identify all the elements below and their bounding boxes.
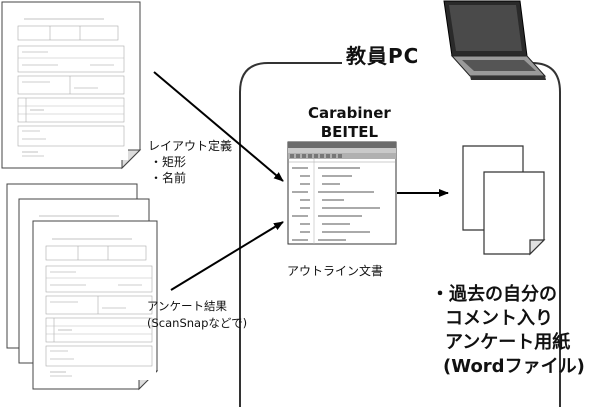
survey-page-front — [32, 220, 159, 391]
output-line-3: アンケート用紙 — [445, 332, 571, 353]
survey-results-line1: アンケート結果 — [147, 299, 228, 313]
arrow-survey-to-app — [170, 221, 284, 291]
output-line-2: コメント入り — [445, 308, 553, 329]
outline-app-screenshot — [287, 141, 397, 245]
survey-results-label: アンケート結果 (ScanSnapなどで) — [147, 298, 247, 332]
survey-result-page-stack — [6, 183, 159, 391]
layout-definition-label: レイアウト定義 ・矩形 ・名前 — [148, 138, 232, 186]
layout-definition-heading: レイアウト定義 — [148, 139, 233, 153]
layout-definition-item-rect: ・矩形 — [150, 155, 187, 169]
teacher-pc-title: 教員PC — [346, 44, 420, 68]
output-line-4: (Wordファイル) — [443, 356, 585, 377]
output-document-front — [483, 171, 546, 256]
survey-results-line2: (ScanSnapなどで) — [147, 316, 248, 330]
output-line-1: ・過去の自分の — [431, 284, 557, 305]
layout-definition-item-name: ・名前 — [150, 171, 187, 185]
arrow-layout-to-app — [153, 71, 284, 182]
app-name: Carabiner BEITEL — [308, 104, 391, 142]
laptop-icon — [443, 0, 547, 80]
layout-template-page — [1, 1, 142, 170]
app-name-line2: BEITEL — [320, 123, 379, 141]
outline-document-label: アウトライン文書 — [287, 264, 384, 278]
output-document-label: ・過去の自分の コメント入り アンケート用紙 (Wordファイル) — [431, 283, 585, 379]
app-name-line1: Carabiner — [308, 104, 391, 122]
